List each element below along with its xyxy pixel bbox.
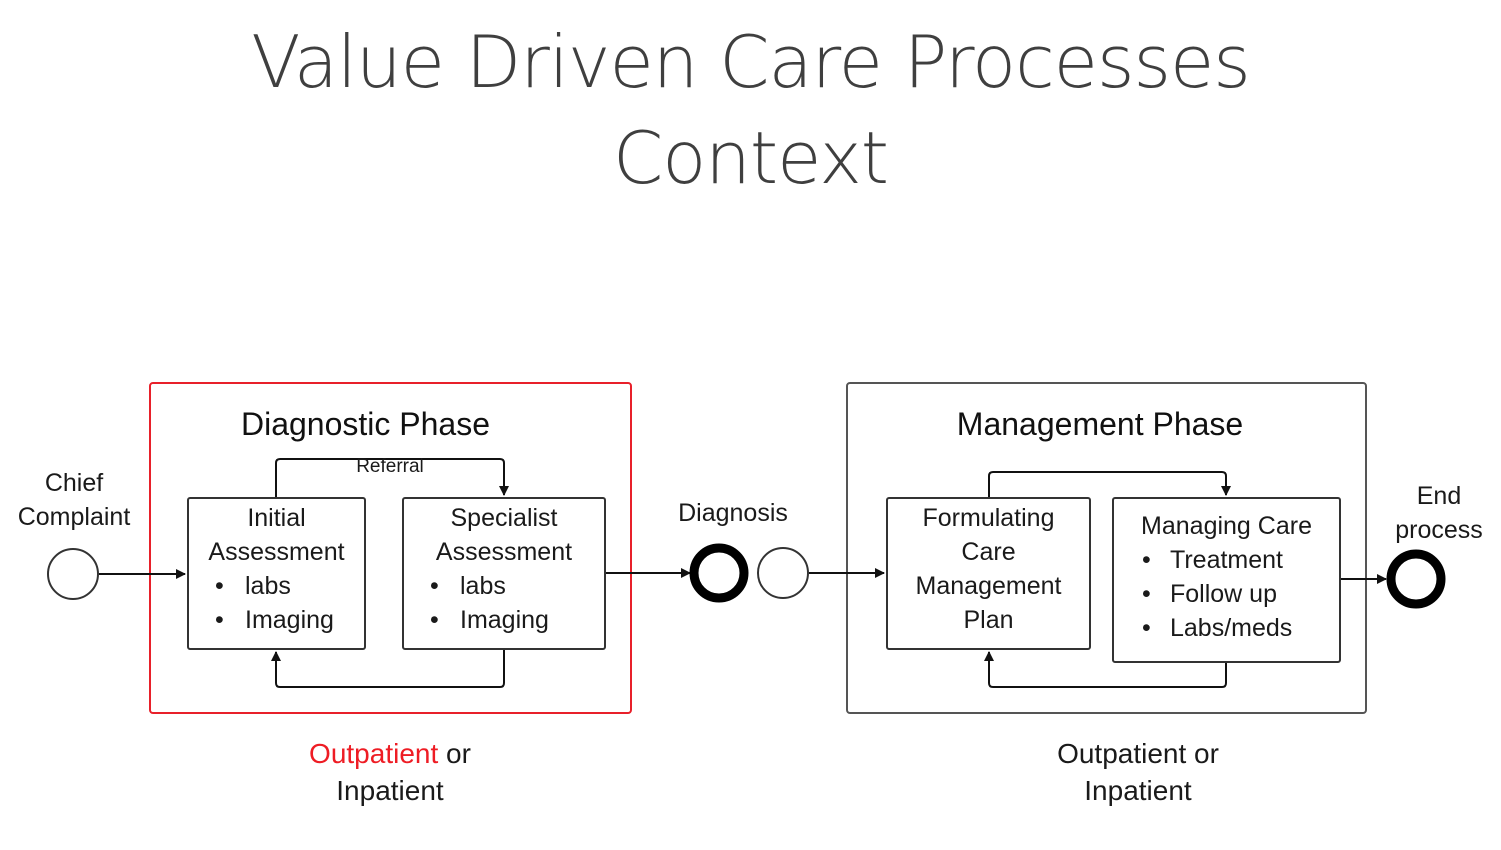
management-phase-frame — [846, 382, 1367, 714]
end-event-circle — [1386, 549, 1446, 609]
management-setting-line-2: Inpatient — [1084, 775, 1192, 806]
managing-care-items: Treatment Follow up Labs/meds — [1114, 543, 1339, 645]
management-setting-label: Outpatient or Inpatient — [988, 735, 1288, 809]
outpatient-accent-text: Outpatient — [309, 738, 439, 769]
managing-care-heading: Managing Care — [1141, 512, 1312, 540]
diagnostic-setting-line-1: Outpatient or — [240, 735, 540, 772]
list-item: Imaging — [404, 603, 604, 637]
management-start-event — [757, 547, 809, 599]
list-item: Follow up — [1114, 577, 1339, 611]
specialist-assessment-line-2: Assessment — [435, 538, 573, 566]
arrow-formulating-to-managing — [988, 471, 1231, 497]
diagnosis-label: Diagnosis — [678, 499, 788, 527]
list-item: labs — [189, 569, 364, 603]
managing-care-task: Managing Care Treatment Follow up Labs/m… — [1112, 497, 1341, 663]
management-phase-title: Management Phase — [956, 406, 1244, 442]
specialist-assessment-items: labs Imaging — [404, 569, 604, 637]
arrow-referral — [275, 458, 509, 497]
initial-assessment-line-1: Initial — [247, 504, 306, 532]
arrow-return-to-initial — [271, 650, 505, 688]
slide-title-line-1: Value Driven Care Processes — [251, 20, 1251, 104]
referral-label: Referral — [356, 456, 424, 477]
specialist-assessment-line-1: Specialist — [450, 504, 558, 532]
initial-assessment-task: Initial Assessment labs Imaging — [187, 497, 366, 650]
diagnostic-setting-or-text: or — [438, 738, 471, 769]
diagnosis-end-event — [689, 543, 749, 603]
list-item: Treatment — [1114, 543, 1339, 577]
initial-assessment-line-2: Assessment — [208, 538, 345, 566]
formulating-plan-line-2: Care — [961, 538, 1016, 566]
specialist-assessment-task: Specialist Assessment labs Imaging — [402, 497, 606, 650]
list-item: labs — [404, 569, 604, 603]
start-event-circle — [47, 548, 99, 600]
list-item: Imaging — [189, 603, 364, 637]
formulating-plan-task: Formulating Care Management Plan — [886, 497, 1091, 650]
diagnostic-setting-label: Outpatient or Inpatient — [240, 735, 540, 809]
initial-assessment-items: labs Imaging — [189, 569, 364, 637]
end-process-line-1: End — [1416, 482, 1462, 510]
slide-title-line-2: Context — [612, 116, 889, 200]
arrow-managing-to-formulating — [984, 651, 1227, 688]
formulating-plan-line-3: Management — [915, 572, 1062, 600]
end-process-line-2: process — [1395, 516, 1483, 544]
formulating-plan-line-1: Formulating — [922, 504, 1055, 532]
diagnostic-phase-frame — [149, 382, 632, 714]
diagnostic-setting-line-2: Inpatient — [336, 775, 444, 806]
end-process-label: End process — [1380, 479, 1498, 547]
list-item: Labs/meds — [1114, 611, 1339, 645]
chief-complaint-line-2: Complaint — [17, 503, 131, 531]
diagnostic-phase-title: Diagnostic Phase — [240, 406, 491, 442]
chief-complaint-label: Chief Complaint — [0, 466, 148, 534]
management-setting-line-1: Outpatient or — [1057, 738, 1219, 769]
chief-complaint-line-1: Chief — [44, 469, 104, 497]
formulating-plan-line-4: Plan — [963, 606, 1014, 634]
